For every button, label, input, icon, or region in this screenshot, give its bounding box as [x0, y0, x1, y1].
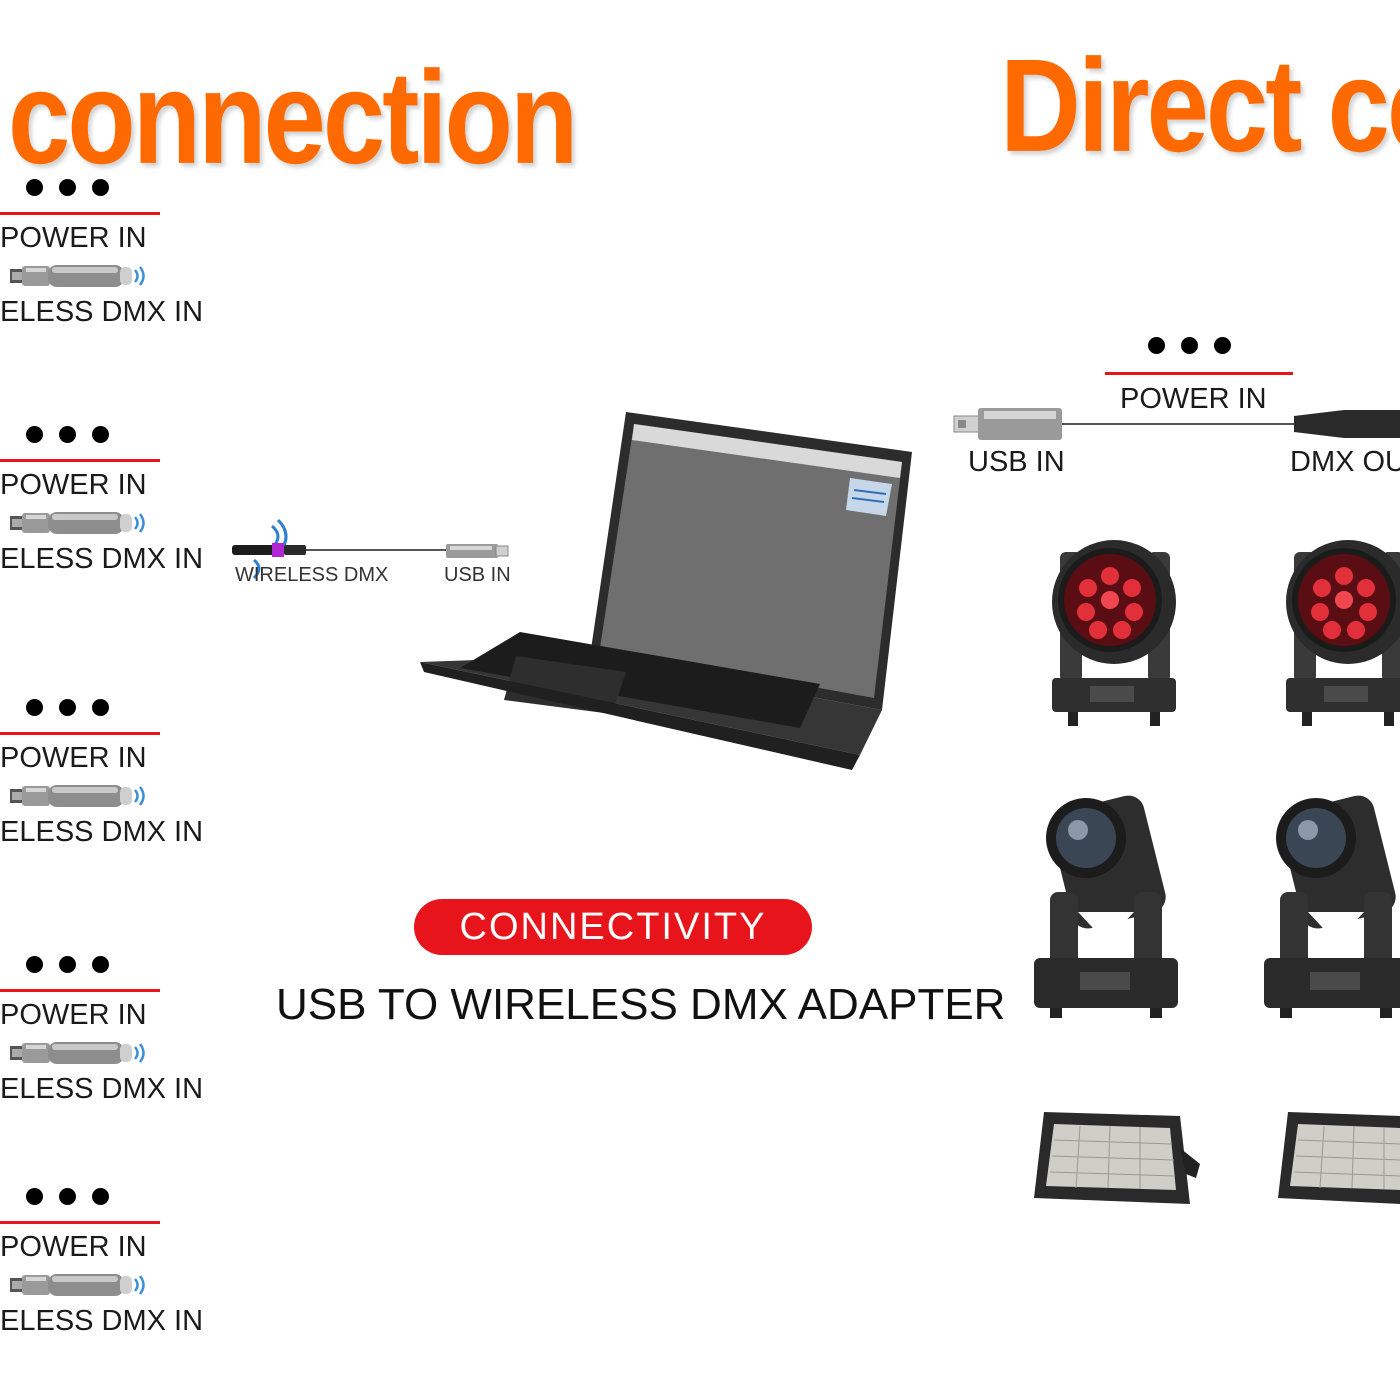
dots-icon: [26, 1188, 109, 1205]
strobe-panel-light-icon: [1278, 1112, 1400, 1204]
product-subtitle: USB TO WIRELESS DMX ADAPTER: [276, 980, 1006, 1029]
red-divider: [0, 1221, 160, 1224]
dmx-out-label: DMX OU: [1290, 446, 1400, 478]
moving-head-wash-light-icon: [1286, 540, 1400, 726]
power-in-label: POWER IN: [0, 999, 147, 1031]
usb-dmx-cable-icon: [953, 408, 1400, 440]
red-divider: [0, 459, 160, 462]
strobe-panel-light-icon: [1034, 1112, 1200, 1204]
wireless-receiver-dongle-icon: [10, 1274, 145, 1296]
connectivity-badge: CONNECTIVITY: [414, 899, 812, 955]
red-divider: [0, 732, 160, 735]
right-title: Direct co: [1000, 31, 1400, 180]
dots-icon: [1148, 337, 1231, 354]
wireless-receiver-dongle-icon: [10, 785, 145, 807]
wireless-receiver-dongle-icon: [10, 1042, 145, 1064]
power-in-label: POWER IN: [0, 1231, 147, 1263]
dots-icon: [26, 956, 109, 973]
red-divider: [1105, 372, 1293, 375]
direct-usb-in-label: USB IN: [968, 446, 1065, 478]
power-in-label: POWER IN: [0, 222, 147, 254]
usb-wireless-adapter-icon: [232, 518, 509, 580]
direct-power-in-label: POWER IN: [1120, 383, 1267, 415]
power-in-label: POWER IN: [0, 742, 147, 774]
wireless-dmx-label: WIRELESS DMX: [235, 564, 389, 586]
adapter-usb-in-label: USB IN: [444, 564, 511, 586]
power-in-label: POWER IN: [0, 469, 147, 501]
wireless-dmx-in-label: ELESS DMX IN: [0, 1073, 204, 1105]
wireless-dmx-in-label: ELESS DMX IN: [0, 1305, 204, 1337]
dots-icon: [26, 179, 109, 196]
dots-icon: [26, 426, 109, 443]
left-title: connection: [8, 43, 578, 192]
moving-head-beam-light-icon: [1034, 795, 1178, 1018]
moving-head-beam-light-icon: [1264, 795, 1400, 1018]
connectivity-badge-text: CONNECTIVITY: [459, 905, 767, 948]
red-divider: [0, 989, 160, 992]
red-divider: [0, 212, 160, 215]
laptop-icon: [420, 412, 912, 770]
wireless-dmx-in-label: ELESS DMX IN: [0, 816, 204, 848]
wireless-receiver-dongle-icon: [10, 265, 145, 287]
wireless-dmx-in-label: ELESS DMX IN: [0, 543, 204, 575]
wireless-dmx-in-label: ELESS DMX IN: [0, 296, 204, 328]
moving-head-wash-light-icon: [1052, 540, 1176, 726]
wireless-receiver-dongle-icon: [10, 512, 145, 534]
dots-icon: [26, 699, 109, 716]
